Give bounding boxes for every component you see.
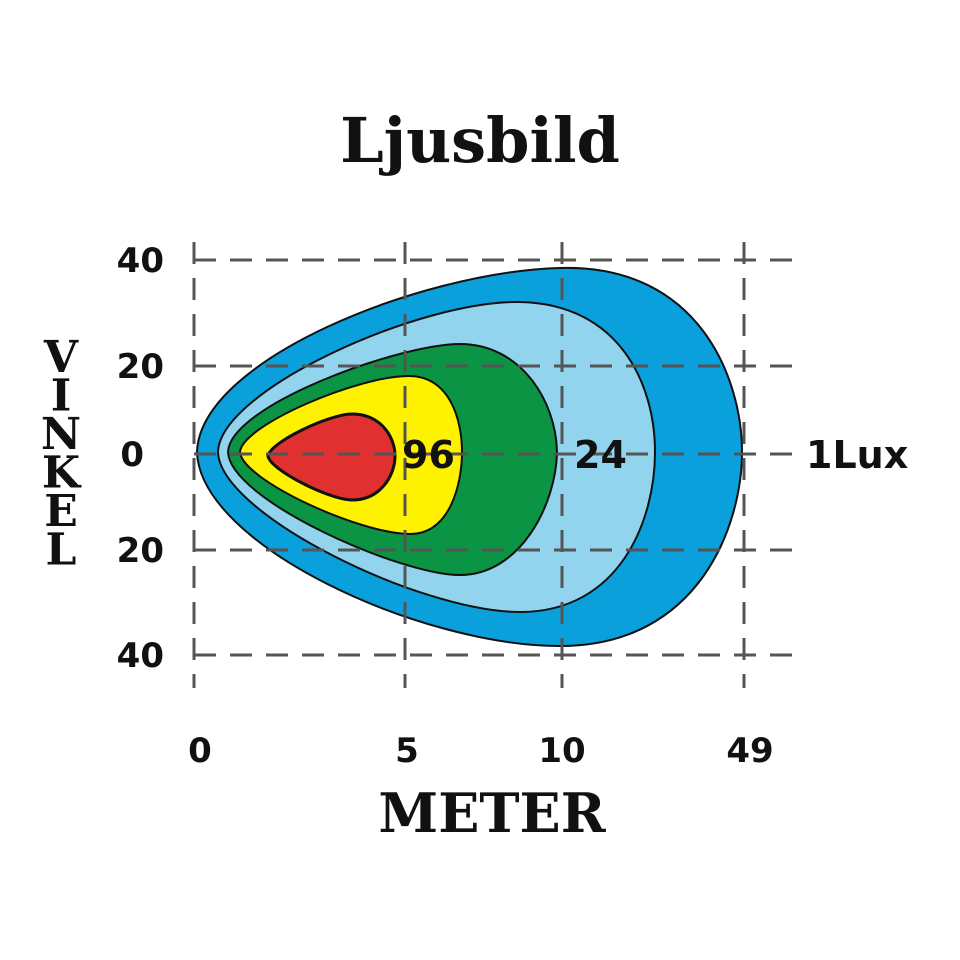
x-tick-label: 49 (726, 731, 773, 771)
zone-96 (266, 412, 397, 502)
zone-labels: 96 24 1Lux (402, 433, 908, 477)
y-axis-title-letter: V (43, 332, 79, 383)
zones (195, 266, 744, 648)
zone-label-1lux: 1Lux (806, 433, 908, 477)
y-tick-label: 20 (117, 347, 164, 387)
y-axis-title-letter: N (41, 409, 81, 460)
y-axis-title-letter: K (42, 448, 82, 499)
chart-title: Ljusbild (340, 104, 620, 177)
y-tick-labels: 40 20 0 20 40 (117, 241, 164, 676)
y-axis-title-letter: E (44, 486, 78, 537)
y-axis-title-letter: I (51, 371, 72, 422)
x-tick-labels: 0 5 10 49 (188, 731, 774, 771)
x-tick-label: 5 (395, 731, 419, 771)
y-tick-label: 40 (117, 241, 164, 281)
y-tick-label: 40 (117, 636, 164, 676)
x-axis-title: METER (378, 781, 606, 845)
grid (192, 242, 796, 688)
x-tick-label: 0 (188, 731, 212, 771)
y-axis-title-letter: L (46, 525, 77, 576)
y-tick-label: 20 (117, 531, 164, 571)
zone-label-24: 24 (574, 433, 627, 477)
y-tick-label: 0 (120, 435, 144, 475)
x-tick-label: 10 (538, 731, 585, 771)
zone-label-96: 96 (402, 433, 455, 477)
